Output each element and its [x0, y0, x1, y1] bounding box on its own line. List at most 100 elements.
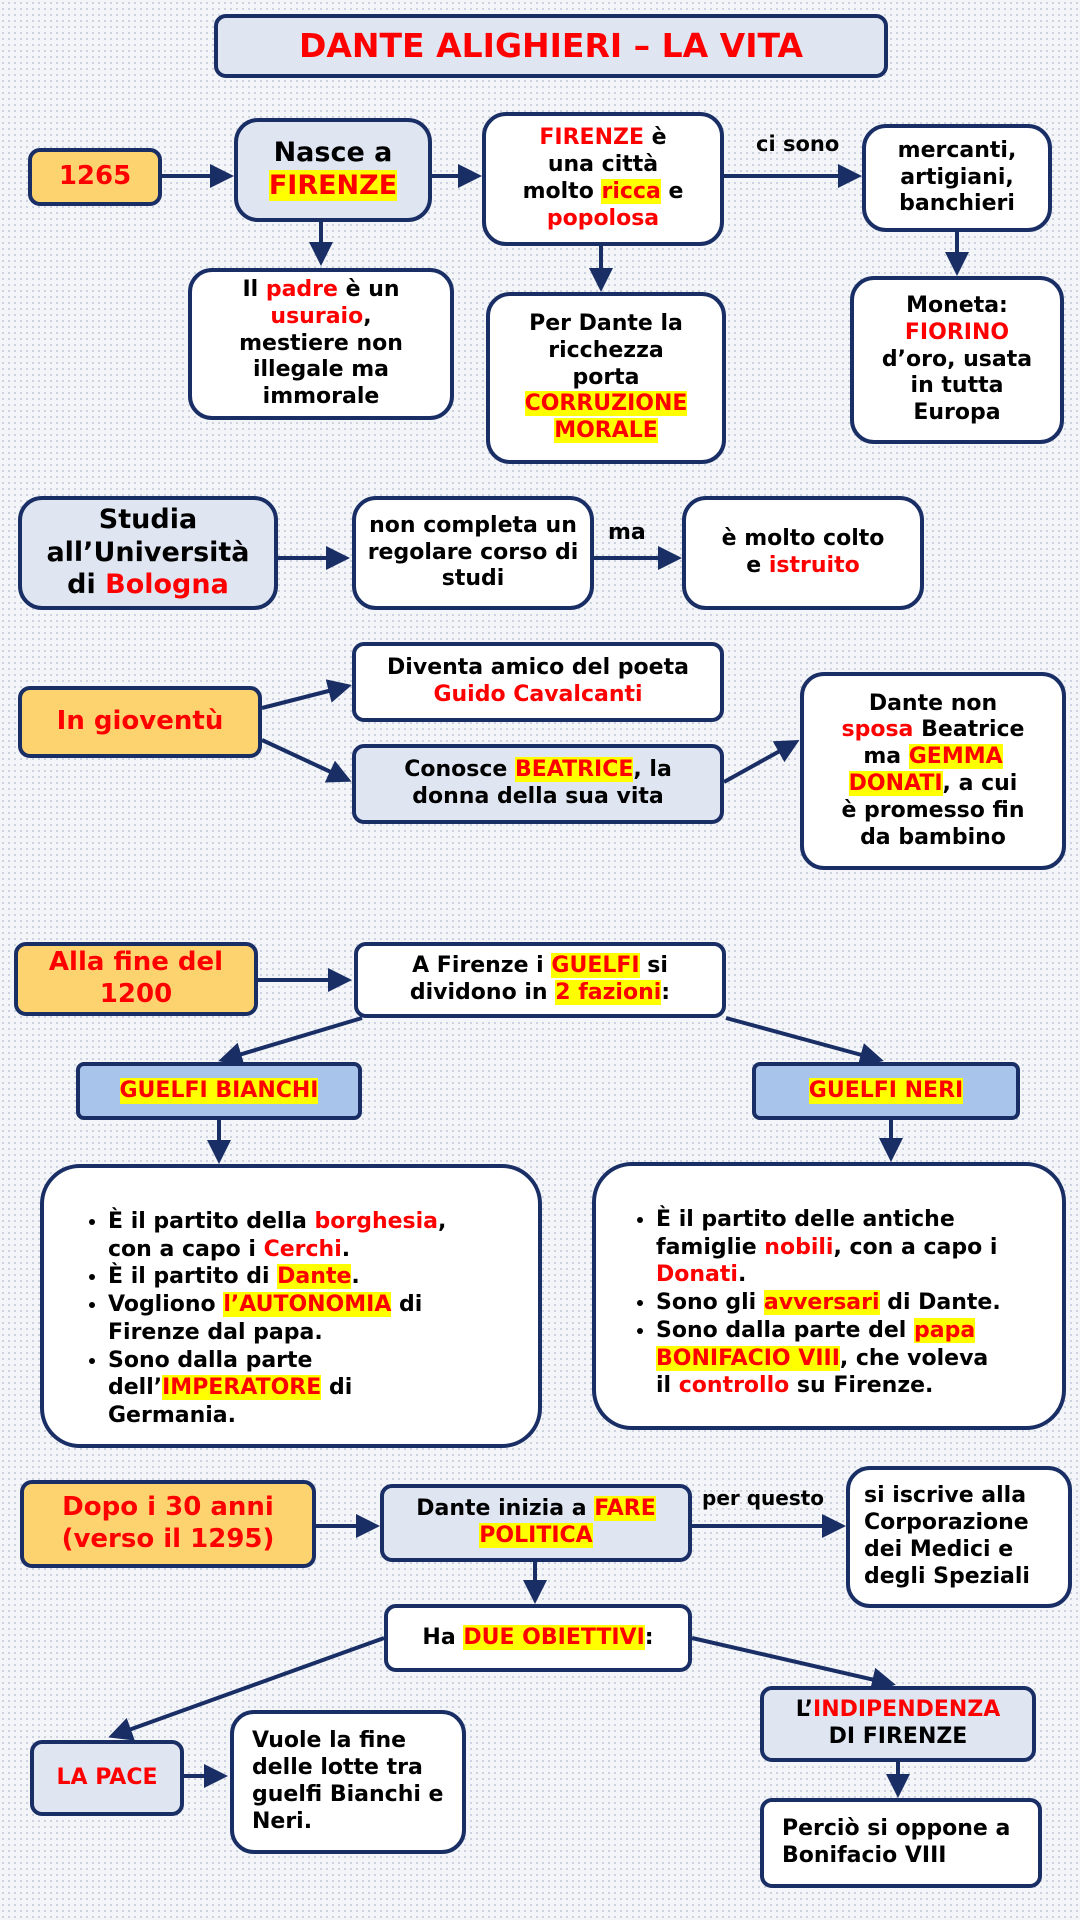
wealth-box: Per Dante la ricchezza porta CORRUZIONE …: [486, 292, 726, 464]
born-label: Nasce a: [273, 137, 393, 169]
end-1200-year: 1200: [99, 979, 173, 1009]
coin-text: in tutta: [910, 373, 1004, 399]
city-text: e: [660, 179, 684, 204]
arrow: [108, 1636, 385, 1741]
politics-text: Dante inizia a: [416, 1496, 595, 1522]
born-box: Nasce a FIRENZE: [234, 118, 432, 222]
city-box: FIRENZE è una città molto ricca e popolo…: [482, 112, 724, 246]
friend-box: Diventa amico del poeta Guido Cavalcanti: [352, 642, 724, 722]
marriage-text: ma: [863, 744, 909, 770]
beatrice-text: , la: [633, 757, 672, 783]
study-text: di: [67, 569, 106, 601]
marriage-text: da bambino: [860, 824, 1006, 850]
cultured-box: è molto colto e istruito: [682, 496, 924, 610]
year-text: 1265: [58, 161, 132, 192]
friend-name: Guido Cavalcanti: [433, 682, 643, 707]
year-box: 1265: [28, 148, 162, 206]
youth-box: In gioventù: [18, 686, 262, 758]
independence-box: L’INDIPENDENZA DI FIRENZE: [760, 1686, 1036, 1762]
marriage-text: Beatrice: [913, 717, 1025, 743]
politics-word: FARE: [594, 1496, 656, 1522]
study-box: Studia all’Università di Bologna: [18, 496, 278, 610]
father-word: padre: [265, 276, 338, 302]
youth-text: In gioventù: [56, 706, 224, 737]
city-text: una città: [547, 152, 659, 178]
list-item: È il partito di Dante.: [108, 1263, 522, 1291]
marriage-text: Dante non: [868, 690, 998, 716]
guild-text: si iscrive alla Corporazione dei Medici …: [864, 1483, 1030, 1589]
bianchi-list: È il partito della borghesia,con a capo …: [40, 1164, 542, 1448]
wealth-text: porta: [572, 364, 640, 390]
beatrice-text: donna della sua vita: [412, 784, 664, 809]
cultured-text: è molto colto: [721, 526, 885, 552]
coin-name: FIORINO: [904, 319, 1010, 345]
peace-text: LA PACE: [56, 1764, 158, 1790]
factions-word: 2 fazioni: [555, 980, 662, 1005]
father-box: Il padre è un usuraio, mestiere non ille…: [188, 268, 454, 420]
coin-text: d’oro, usata: [881, 346, 1033, 372]
neri-title: GUELFI NERI: [808, 1077, 964, 1105]
guelfi-word: GUELFI: [551, 953, 640, 979]
city-text: molto: [522, 179, 602, 204]
bianchi-title: GUELFI BIANCHI: [119, 1077, 319, 1105]
arrow: [218, 1016, 363, 1066]
after-30-text: Dopo i 30 anni: [62, 1492, 274, 1523]
study-text: all’Università: [46, 536, 250, 568]
city-name: FIRENZE: [539, 125, 644, 151]
after-30-year: (verso il 1295): [61, 1524, 275, 1554]
marry-word: sposa: [841, 717, 914, 743]
guild-box: si iscrive alla Corporazione dei Medici …: [846, 1466, 1072, 1608]
guelfi-text: si: [639, 953, 668, 979]
guelfi-text: dividono in: [409, 980, 556, 1005]
after-30-box: Dopo i 30 anni (verso il 1295): [20, 1480, 316, 1568]
study-city: Bologna: [105, 569, 229, 601]
arrow: [723, 740, 800, 784]
marriage-box: Dante non sposa Beatrice ma GEMMA DONATI…: [800, 672, 1066, 870]
marriage-text: , a cui: [942, 771, 1018, 796]
bianchi-header: GUELFI BIANCHI: [76, 1062, 362, 1120]
connector-label: ci sono: [756, 132, 840, 156]
politics-word: POLITICA: [479, 1523, 593, 1548]
born-city: FIRENZE: [268, 170, 398, 201]
connector-label: per questo: [702, 1486, 825, 1510]
beatrice-text: Conosce: [404, 757, 515, 783]
peace-desc-box: Vuole la fine delle lotte tra guelfi Bia…: [230, 1710, 466, 1854]
arrow: [725, 1016, 884, 1067]
goals-text: :: [644, 1624, 654, 1650]
father-text: mestiere non: [239, 330, 403, 356]
politics-box: Dante inizia a FARE POLITICA: [380, 1484, 692, 1562]
independence-text: DI FIRENZE: [828, 1724, 968, 1749]
donati-name: DONATI: [848, 771, 943, 796]
list-item: È il partito della borghesia,con a capo …: [108, 1208, 522, 1263]
guelfi-text: A Firenze i: [412, 953, 552, 979]
people-box: mercanti, artigiani, banchieri: [862, 124, 1052, 232]
usurer-word: usuraio: [270, 303, 364, 329]
coin-box: Moneta: FIORINO d’oro, usata in tutta Eu…: [850, 276, 1064, 444]
oppose-text: Perciò si oppone a Bonifacio VIII: [782, 1816, 1011, 1868]
arrow: [261, 679, 352, 710]
list-item: Sono gli avversari di Dante.: [656, 1289, 1050, 1317]
wealth-text: Per Dante la: [529, 310, 683, 336]
title-text: DANTE ALIGHIERI – LA VITA: [299, 25, 803, 65]
page-title: DANTE ALIGHIERI – LA VITA: [214, 14, 888, 78]
father-text: illegale ma: [252, 357, 389, 383]
neri-header: GUELFI NERI: [752, 1062, 1020, 1120]
incomplete-text: non completa un regolare corso di studi: [367, 512, 579, 592]
father-text: è un: [337, 276, 400, 302]
father-text: ,: [363, 303, 372, 329]
cultured-text: e: [746, 553, 769, 578]
city-populous: popolosa: [546, 205, 660, 231]
goals-word: DUE OBIETTIVI: [463, 1624, 645, 1650]
guelfi-text: :: [661, 980, 671, 1005]
guelfi-box: A Firenze i GUELFI si dividono in 2 fazi…: [354, 942, 726, 1018]
oppose-box: Perciò si oppone a Bonifacio VIII: [760, 1798, 1042, 1888]
study-text: Studia: [98, 503, 198, 535]
goals-text: Ha: [422, 1624, 464, 1650]
incomplete-box: non completa un regolare corso di studi: [352, 496, 594, 610]
arrow: [691, 1636, 896, 1692]
